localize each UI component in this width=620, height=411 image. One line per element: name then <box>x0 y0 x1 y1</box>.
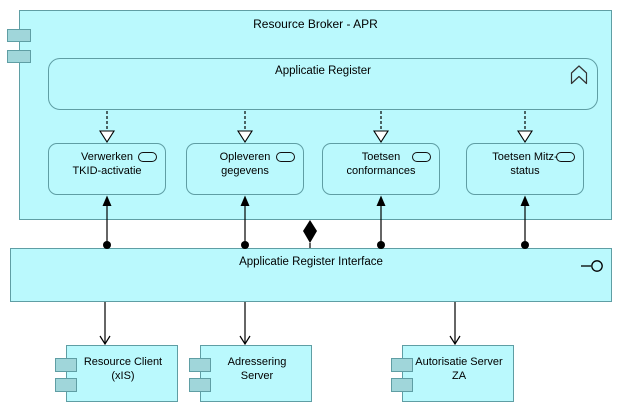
service-label-line: conformances <box>346 165 416 177</box>
component-resource-client: Resource Client (xIS) <box>66 345 178 402</box>
component-label-line: Resource Client <box>83 356 163 368</box>
component-autorisatie-server: Autorisatie Server ZA <box>402 345 514 402</box>
component-label-line: ZA <box>451 370 467 382</box>
serving-arrow <box>239 302 251 346</box>
service-verwerken-tkid-activatie: Verwerken TKID-activatie <box>48 143 166 195</box>
serving-arrow <box>99 302 111 346</box>
application-service-icon <box>138 152 157 162</box>
component-label-line: Autorisatie Server <box>415 356 503 368</box>
applicatie-register-function: Applicatie Register <box>48 58 598 110</box>
uml-component-icon <box>391 358 413 372</box>
service-label-line: gegevens <box>221 165 269 177</box>
service-label-line: TKID-activatie <box>72 165 142 177</box>
service-label-line: Verwerken <box>81 151 133 163</box>
applicatie-register-interface: Applicatie Register Interface <box>10 248 612 302</box>
application-function-icon <box>570 65 588 85</box>
service-opleveren-gegevens: Opleveren gegevens <box>186 143 304 195</box>
resource-broker-title: Resource Broker - APR <box>253 17 378 31</box>
service-label-line: status <box>510 165 540 177</box>
application-service-icon <box>412 152 431 162</box>
service-label-line: Toetsen <box>361 151 401 163</box>
uml-component-icon <box>189 358 211 372</box>
service-toetsen-conformances: Toetsen conformances <box>322 143 440 195</box>
uml-component-icon <box>7 29 31 42</box>
provided-interface-lollipop-icon <box>581 260 603 272</box>
uml-component-icon <box>7 50 31 63</box>
service-label-line: Opleveren <box>219 151 271 163</box>
application-service-icon <box>276 152 295 162</box>
component-label-line: Server <box>240 370 274 382</box>
application-service-icon <box>556 152 575 162</box>
component-label-line: (xIS) <box>111 370 135 382</box>
component-label-line: Adressering <box>227 356 287 368</box>
uml-component-icon <box>189 378 211 392</box>
serving-arrow <box>449 302 461 346</box>
interface-label: Applicatie Register Interface <box>239 256 383 268</box>
uml-component-icon <box>55 378 77 392</box>
uml-component-icon <box>391 378 413 392</box>
service-toetsen-mitz-status: Toetsen Mitz- status <box>466 143 584 195</box>
uml-component-icon <box>55 358 77 372</box>
applicatie-register-label: Applicatie Register <box>275 65 371 77</box>
component-adressering-server: Adressering Server <box>200 345 312 402</box>
composition-diamond <box>303 220 317 248</box>
service-label-line: Toetsen Mitz- <box>492 151 558 163</box>
